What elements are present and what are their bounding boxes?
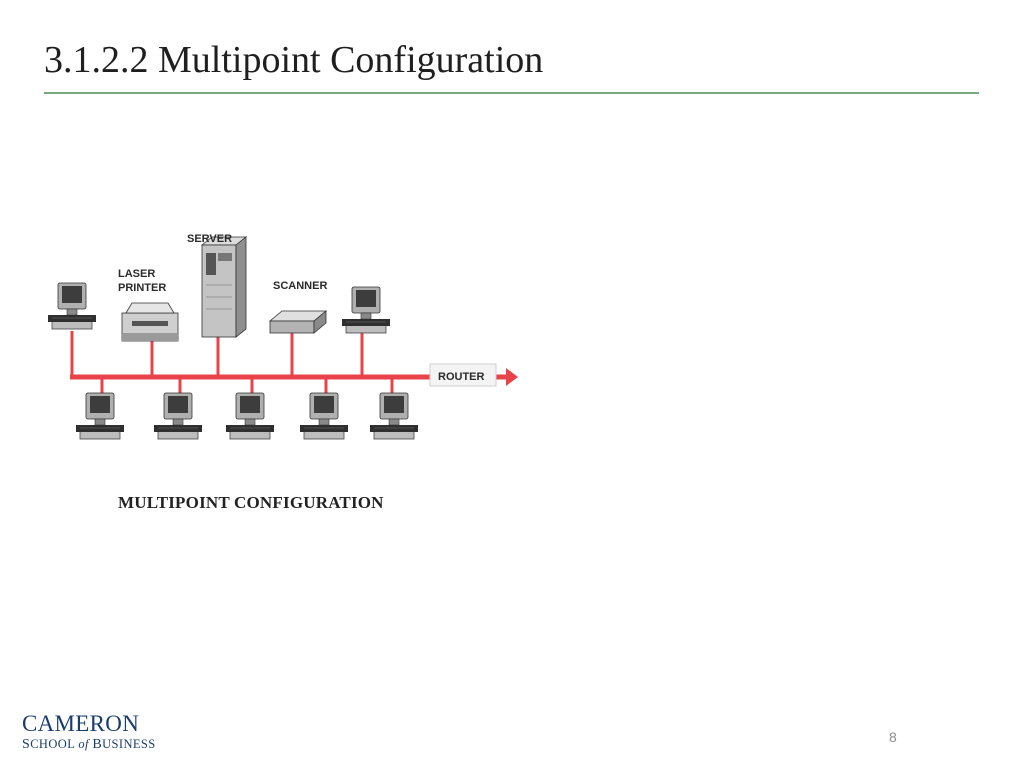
workstation-icon [299,392,349,440]
workstation-icon [75,392,125,440]
slide-title: 3.1.2.2 Multipoint Configuration [44,39,544,81]
server-icon [200,236,248,338]
laser-printer-label-line2: PRINTER [118,282,166,294]
workstation-icon [47,282,97,330]
logo-name: CAMERON [22,711,140,736]
diagram-caption: MULTIPOINT CONFIGURATION [118,493,384,512]
router-box [429,363,497,387]
workstation-icon [225,392,275,440]
laser-printer-icon [121,302,179,342]
title-underline [44,92,979,94]
multipoint-diagram: SERVER LASER PRINTER SCANNER ROUTER [47,233,518,440]
logo-subtitle: SCHOOL of BUSINESS [22,737,156,752]
workstation-icon [153,392,203,440]
router-arrow [506,368,518,386]
router-label: ROUTER [438,371,485,383]
laser-printer-label-line1: LASER [118,268,155,280]
scanner-label: SCANNER [273,280,327,292]
workstation-icon [369,392,419,440]
server-label: SERVER [187,233,232,245]
page-number: 8 [889,729,897,745]
cameron-logo: CAMERON SCHOOL of BUSINESS [22,712,156,753]
workstation-icon [341,286,391,334]
scanner-icon [268,310,328,334]
